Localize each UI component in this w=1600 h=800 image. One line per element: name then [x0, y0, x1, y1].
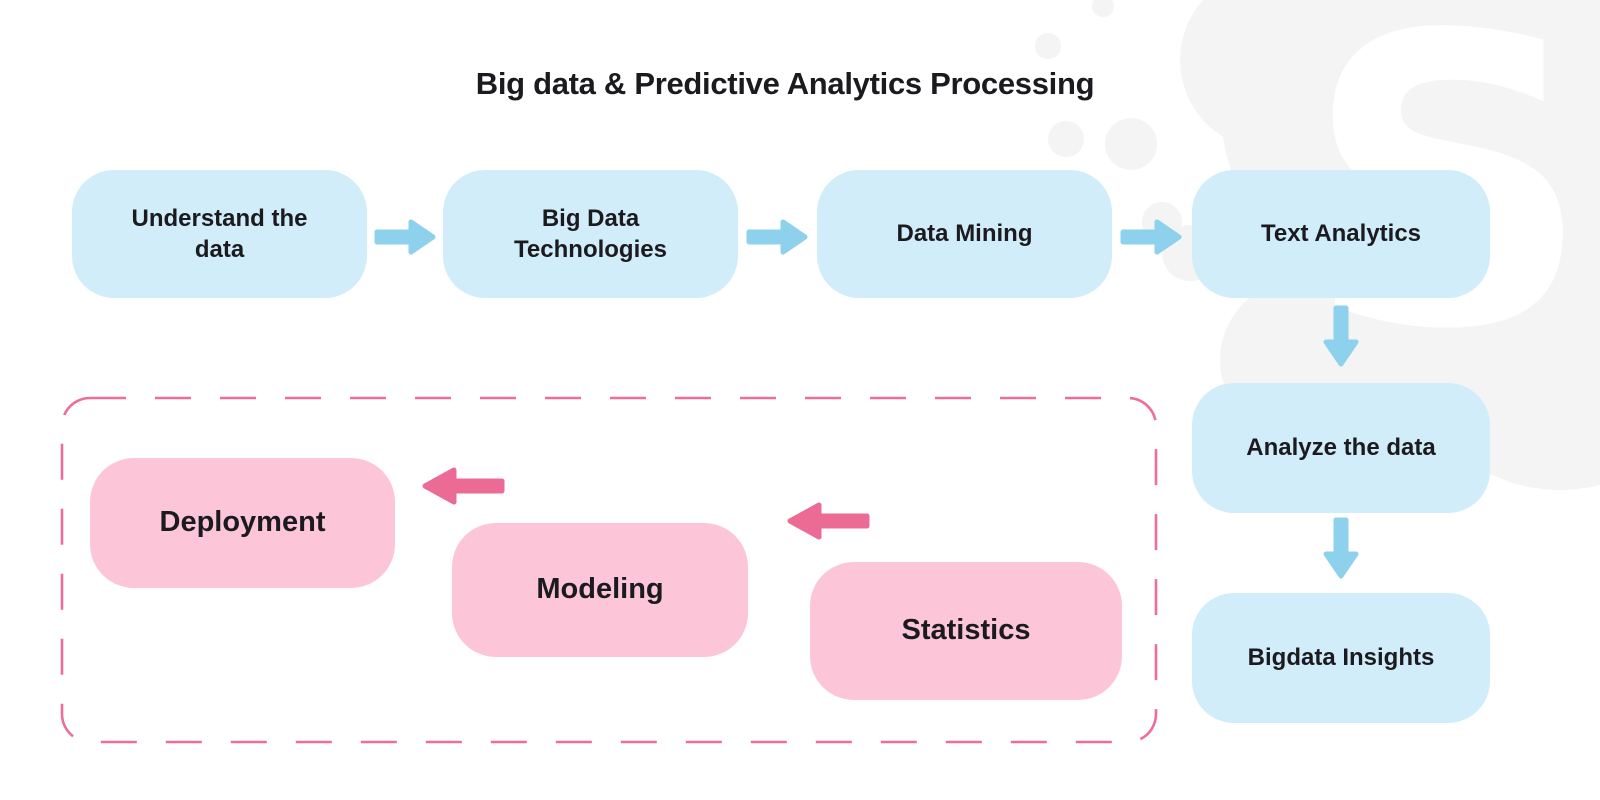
- node-label: Understand the data: [131, 204, 308, 263]
- node-analyze-the-data: Analyze the data: [1192, 383, 1490, 513]
- node-data-mining: Data Mining: [817, 170, 1112, 298]
- arrow-right-icon: [374, 219, 436, 255]
- arrow-right-icon: [746, 219, 808, 255]
- node-understand-the-data: Understand the data: [72, 170, 367, 298]
- node-label: Big Data Technologies: [514, 204, 667, 263]
- arrow-down-icon: [1323, 305, 1359, 367]
- node-label: Bigdata Insights: [1247, 644, 1435, 672]
- arrow-left-icon: [787, 502, 870, 540]
- arrow-right-icon: [1120, 219, 1182, 255]
- node-text-analytics: Text Analytics: [1192, 170, 1490, 298]
- node-label: Modeling: [536, 573, 664, 606]
- arrow-down-icon: [1323, 517, 1359, 579]
- node-label: Data Mining: [896, 220, 1033, 248]
- node-deployment: Deployment: [90, 458, 395, 588]
- node-modeling: Modeling: [452, 523, 748, 657]
- node-big-data-technologies: Big Data Technologies: [443, 170, 738, 298]
- node-label: Analyze the data: [1246, 434, 1436, 462]
- page-title: Big data & Predictive Analytics Processi…: [475, 66, 1095, 101]
- node-label: Deployment: [159, 506, 326, 539]
- node-statistics: Statistics: [810, 562, 1122, 700]
- node-bigdata-insights: Bigdata Insights: [1192, 593, 1490, 723]
- node-label: Text Analytics: [1260, 220, 1422, 248]
- node-label: Statistics: [901, 614, 1031, 647]
- arrow-left-icon: [422, 467, 505, 505]
